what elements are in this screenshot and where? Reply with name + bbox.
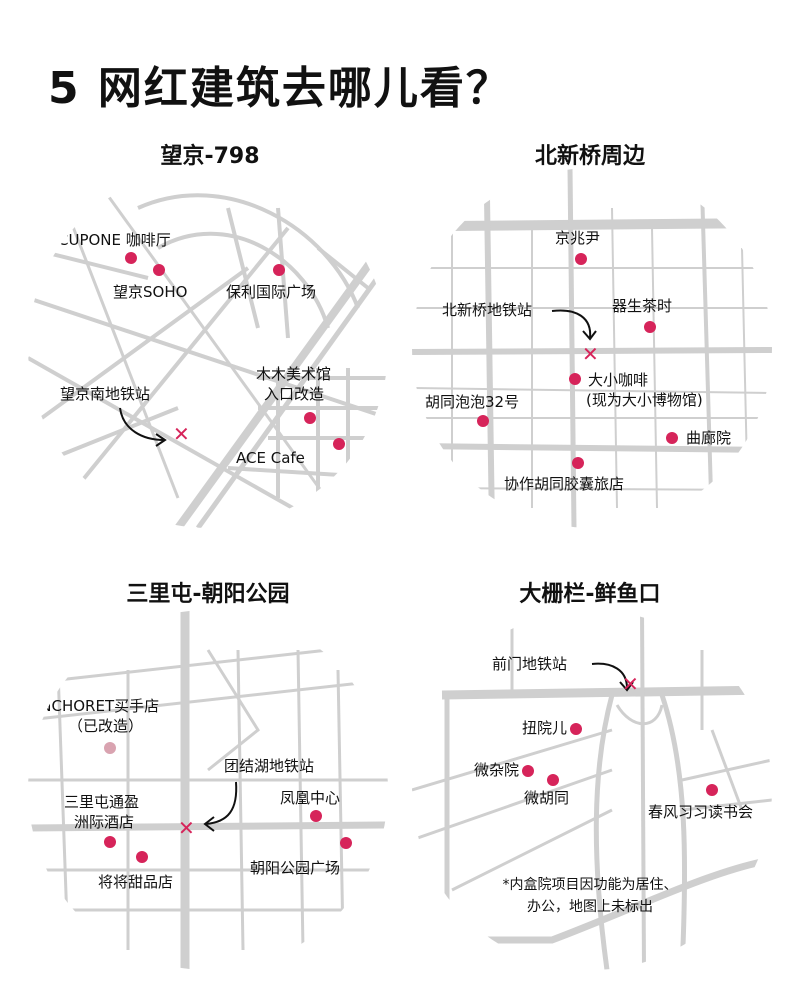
place-label: 曲廊院 bbox=[686, 429, 732, 447]
place-marker[interactable] bbox=[706, 784, 718, 796]
station-label: 北新桥地铁站 bbox=[442, 301, 533, 319]
place-label: 入口改造 bbox=[264, 385, 325, 403]
place-label: (现为大小博物馆) bbox=[586, 391, 703, 409]
station-marker-icon[interactable]: ✕ bbox=[622, 672, 639, 696]
place-label: 朝阳公园广场 bbox=[250, 859, 341, 877]
place-marker[interactable] bbox=[547, 774, 559, 786]
place-label: （已改造） bbox=[68, 717, 144, 735]
station-label: 望京南地铁站 bbox=[60, 385, 151, 403]
place-label: 微杂院 bbox=[474, 761, 520, 779]
road-network bbox=[412, 610, 772, 970]
place-label: 洲际酒店 bbox=[74, 813, 135, 831]
place-label: 春风习习读书会 bbox=[648, 803, 754, 821]
place-marker[interactable] bbox=[340, 837, 352, 849]
panel-title-beixinqiao: 北新桥周边 bbox=[534, 144, 645, 169]
place-label: CUPONE 咖啡厅 bbox=[58, 231, 171, 249]
place-marker[interactable] bbox=[666, 432, 678, 444]
map-wangjing[interactable]: CUPONE 咖啡厅 望京SOHO 保利国际广场 木木美术馆 入口改造 ACE … bbox=[28, 168, 388, 528]
place-label: 望京SOHO bbox=[113, 283, 188, 301]
place-marker-faded[interactable] bbox=[104, 742, 116, 754]
place-label: 三里屯通盈 bbox=[64, 793, 140, 811]
place-label: 扭院儿 bbox=[522, 719, 568, 737]
map-sanlitun[interactable]: ANCHORET买手店 （已改造） 三里屯通盈 洲际酒店 将将甜品店 团结湖地铁… bbox=[28, 610, 388, 970]
panel-title-wangjing: 望京-798 bbox=[160, 144, 260, 169]
place-label: 器生茶时 bbox=[612, 297, 673, 315]
place-label: 微胡同 bbox=[524, 789, 570, 807]
place-marker[interactable] bbox=[104, 836, 116, 848]
place-marker[interactable] bbox=[522, 765, 534, 777]
station-marker-icon[interactable]: ✕ bbox=[582, 342, 599, 366]
place-marker[interactable] bbox=[477, 415, 489, 427]
place-marker[interactable] bbox=[333, 438, 345, 450]
place-label: 凤凰中心 bbox=[280, 789, 341, 807]
place-marker[interactable] bbox=[273, 264, 285, 276]
place-label: 将将甜品店 bbox=[98, 873, 174, 891]
place-marker[interactable] bbox=[570, 723, 582, 735]
place-marker[interactable] bbox=[572, 457, 584, 469]
place-label: 保利国际广场 bbox=[226, 283, 317, 301]
place-label: ACE Cafe bbox=[236, 449, 305, 467]
map-dashilar[interactable]: 前门地铁站 ✕ 扭院儿 微杂院 微胡同 春风习习读书会 *内盒院项目因功能为居住… bbox=[412, 610, 772, 970]
map-beixinqiao[interactable]: 京兆尹 器生茶时 北新桥地铁站 ✕ 大小咖啡 (现为大小博物馆) 胡同泡泡32号… bbox=[412, 168, 772, 528]
station-label: 前门地铁站 bbox=[492, 655, 568, 673]
panel-title-sanlitun: 三里屯-朝阳公园 bbox=[126, 582, 290, 607]
place-marker[interactable] bbox=[644, 321, 656, 333]
place-marker[interactable] bbox=[575, 253, 587, 265]
place-label: 协作胡同胶囊旅店 bbox=[504, 475, 625, 493]
footnote-line2: 办公，地图上未标出 bbox=[527, 899, 653, 915]
station-marker-icon[interactable]: ✕ bbox=[173, 422, 190, 446]
panel-title-dashilar: 大栅栏-鲜鱼口 bbox=[519, 582, 661, 607]
place-marker[interactable] bbox=[136, 851, 148, 863]
place-label: 胡同泡泡32号 bbox=[425, 393, 520, 411]
place-label: 大小咖啡 bbox=[588, 371, 649, 389]
place-marker[interactable] bbox=[125, 252, 137, 264]
page-title: 5 网红建筑去哪儿看？ bbox=[48, 63, 512, 114]
station-marker-icon[interactable]: ✕ bbox=[178, 816, 195, 840]
road-network bbox=[412, 168, 772, 528]
footnote-line1: *内盒院项目因功能为居住、 bbox=[502, 877, 678, 893]
station-label: 团结湖地铁站 bbox=[224, 757, 315, 775]
place-marker[interactable] bbox=[569, 373, 581, 385]
place-label: ANCHORET买手店 bbox=[30, 697, 160, 715]
place-label: 京兆尹 bbox=[555, 229, 601, 247]
place-label: 木木美术馆 bbox=[256, 365, 332, 383]
place-marker[interactable] bbox=[304, 412, 316, 424]
road-network bbox=[28, 168, 388, 528]
place-marker[interactable] bbox=[310, 810, 322, 822]
place-marker[interactable] bbox=[153, 264, 165, 276]
